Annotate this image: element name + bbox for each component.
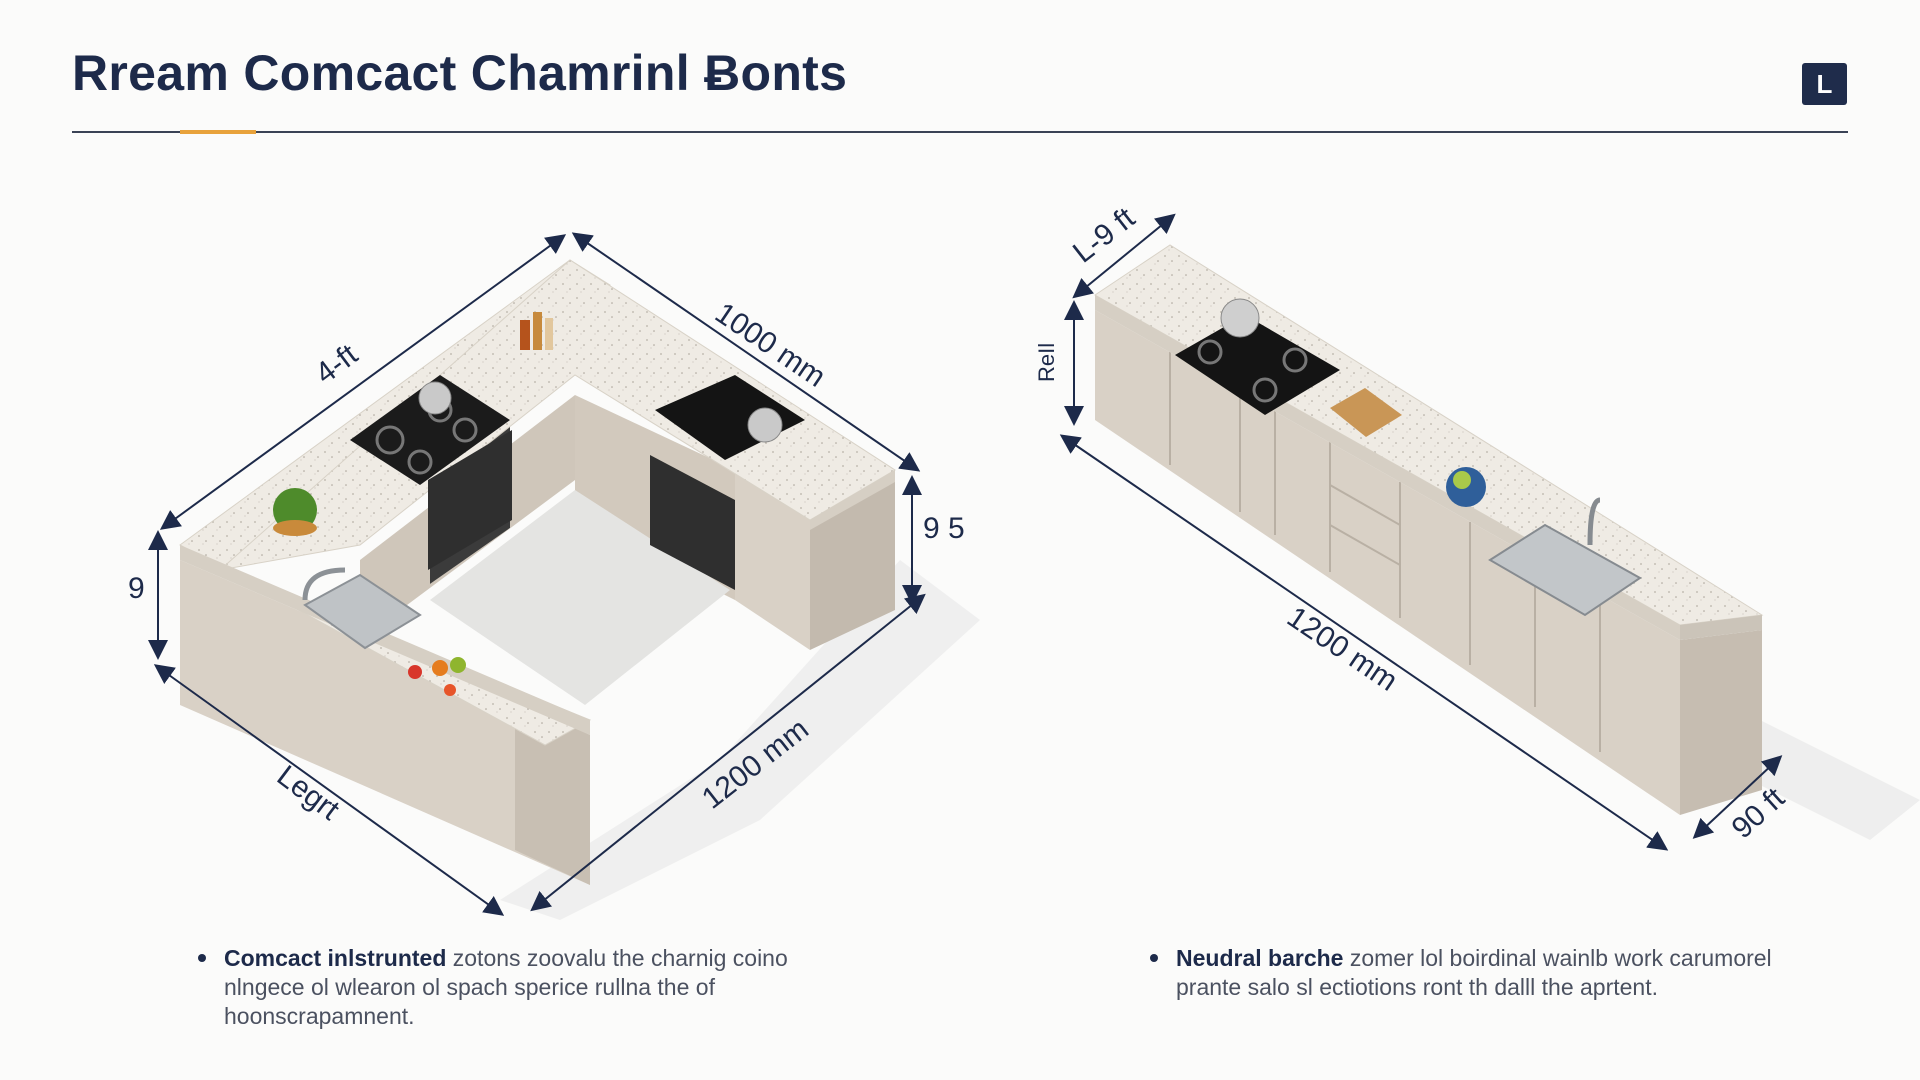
burner xyxy=(1282,347,1308,373)
dim-line-depth xyxy=(1692,755,1783,839)
dim-label-top: L-9 ft xyxy=(1067,201,1142,270)
faucet xyxy=(302,567,346,601)
title-accent-bar xyxy=(180,130,256,134)
fruit xyxy=(444,684,456,696)
pot xyxy=(418,381,452,415)
dim-line-top-right xyxy=(571,232,921,472)
bowl xyxy=(273,520,317,536)
fruit xyxy=(432,660,448,676)
pot xyxy=(1220,298,1260,338)
cabinet-side xyxy=(1680,630,1762,815)
bullet-item: Neudral barche zomer lol boirdinal wainl… xyxy=(1150,944,1796,1002)
bullet-text: zotons zoovalu the charnig coino nlngece… xyxy=(224,945,788,1029)
cutting-board xyxy=(1330,388,1402,437)
dim-line-length xyxy=(1059,434,1669,851)
dim-line-top xyxy=(1072,213,1176,299)
fruit xyxy=(1453,471,1471,489)
fruit xyxy=(450,657,466,673)
title-divider xyxy=(72,131,1848,133)
countertop-rightedge xyxy=(810,470,895,530)
countertop-end xyxy=(1680,615,1762,640)
dim-label-right-height: 9 5 xyxy=(923,512,965,545)
bullet-lead: Comcact inlstrunted xyxy=(224,945,447,971)
bottle xyxy=(533,312,542,350)
dim-label-height: ReIl xyxy=(1034,343,1059,382)
bullet-text: zomer lol boirdinal wainlb work carumore… xyxy=(1176,945,1772,1000)
linear-kitchen: L-9 ft ReIl 1200 mm 90 ft xyxy=(1034,201,1920,851)
page-title: Rream Comcact Chamrinl Ƀonts xyxy=(72,45,848,101)
burner xyxy=(1197,339,1223,365)
dim-line-top-left xyxy=(159,234,567,530)
brand-logo: L xyxy=(1802,63,1847,105)
bullet-item: Comcact inlstrunted zotons zoovalu the c… xyxy=(198,944,844,1031)
burner xyxy=(1252,377,1278,403)
dim-label-left-height: 9 xyxy=(128,572,145,605)
pot xyxy=(747,407,783,443)
logo-glyph: L xyxy=(1816,68,1833,99)
bottle xyxy=(520,320,530,350)
bullet-lead: Neudral barche xyxy=(1176,945,1344,971)
sink xyxy=(303,573,422,650)
bullet-dot xyxy=(198,954,206,962)
bullet-dot xyxy=(1150,954,1158,962)
dim-line-bottom-left xyxy=(153,664,505,916)
oven-right xyxy=(650,455,735,590)
u-kitchen: 4-ft 1000 mm 9 9 5 Legrt 1200 mm xyxy=(128,232,980,920)
cooktop xyxy=(1175,315,1340,415)
fruit xyxy=(408,665,422,679)
bottle xyxy=(545,318,553,350)
dim-line-bottom-right xyxy=(530,593,926,912)
dim-label-top-left: 4-ft xyxy=(309,338,364,391)
